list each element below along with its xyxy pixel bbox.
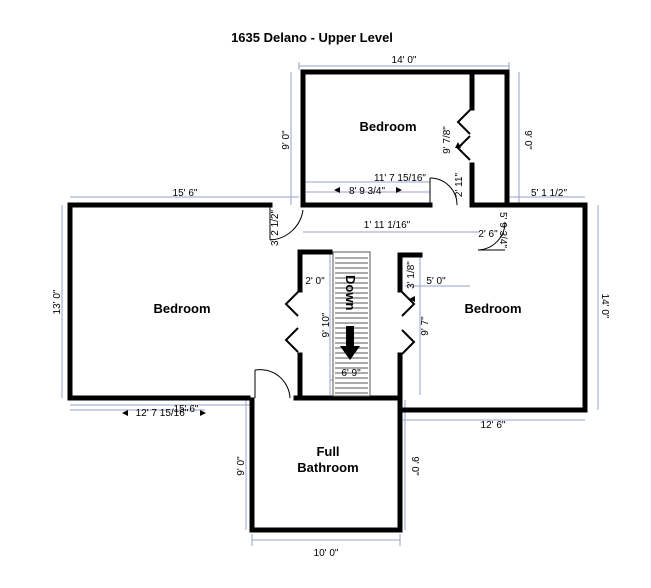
dim-right-closet-top: 3' 1/8" — [406, 261, 417, 289]
dim-left-bottom-overlap: 15' 6" — [174, 404, 199, 415]
dim-right-height: 14' 0" — [599, 294, 610, 319]
dim-left-closet-top: 2' 0" — [305, 276, 325, 287]
room-label-right-bedroom: Bedroom — [464, 301, 521, 316]
dim-left-bottom-width: 12' 7 15/16" — [136, 408, 189, 419]
dim-closet-top: 9' 7/8" — [442, 126, 453, 154]
dim-top-right-height: 9' 0" — [522, 130, 533, 150]
stairs-label: Down — [343, 275, 358, 310]
arrow-right-icon — [200, 410, 206, 416]
room-label-bathroom-line2: Bathroom — [297, 460, 358, 475]
arrow-left-icon — [122, 410, 128, 416]
dim-right-closet-width: 5' 0" — [426, 276, 446, 287]
walls — [67, 69, 588, 533]
dim-hall-inner: 8' 9 3/4" — [349, 186, 385, 197]
dim-bath-right-height: 9' 0" — [409, 456, 420, 476]
down-arrow-icon — [340, 326, 360, 360]
arrow-left-icon — [334, 187, 340, 193]
dim-door-small: 2' 11" — [454, 172, 465, 197]
dim-stairs-width: 6' 9" — [341, 368, 361, 379]
room-label-bathroom-line1: Full — [316, 444, 339, 459]
dim-right-closet-height: 9' 7" — [420, 316, 431, 336]
dim-door-right: 2' 6" — [478, 229, 498, 240]
room-label-top-bedroom: Bedroom — [359, 119, 416, 134]
dim-left-height: 13' 0" — [52, 289, 63, 314]
doors — [254, 177, 506, 399]
room-label-left-bedroom: Bedroom — [153, 301, 210, 316]
plan-title: 1635 Delano - Upper Level — [231, 30, 393, 45]
arrow-right-icon — [396, 187, 402, 193]
arrow-up-icon — [455, 142, 461, 148]
dim-stairs-height: 9' 10" — [321, 312, 332, 337]
dim-right-bottom-width: 12' 6" — [481, 420, 506, 431]
dim-top-left-height: 9' 0" — [281, 130, 292, 150]
dimension-lines — [61, 62, 599, 546]
dim-left-width: 15' 6" — [173, 188, 198, 199]
dim-right-top-width: 5' 1 1/2" — [531, 188, 567, 199]
dim-hall-top: 1' 11 1/16" — [364, 220, 411, 231]
dim-door-right-rot: 5' 9 3/4" — [497, 212, 508, 248]
stairs: Down — [332, 251, 371, 397]
arrow-left-icon — [409, 296, 415, 302]
dimension-labels: 14' 0" 9' 0" 9' 0" 9' 7/8" 11' 7 15/16" … — [52, 55, 610, 559]
dim-hall-width: 11' 7 15/16" — [374, 173, 426, 184]
dimension-arrows — [122, 142, 461, 416]
dim-hall-opening-left: 3' 2 1/2" — [270, 210, 281, 246]
dim-top-width: 14' 0" — [392, 55, 417, 66]
dim-bath-left-height: 9' 0" — [236, 456, 247, 476]
dim-bath-width: 10' 0" — [314, 548, 339, 559]
